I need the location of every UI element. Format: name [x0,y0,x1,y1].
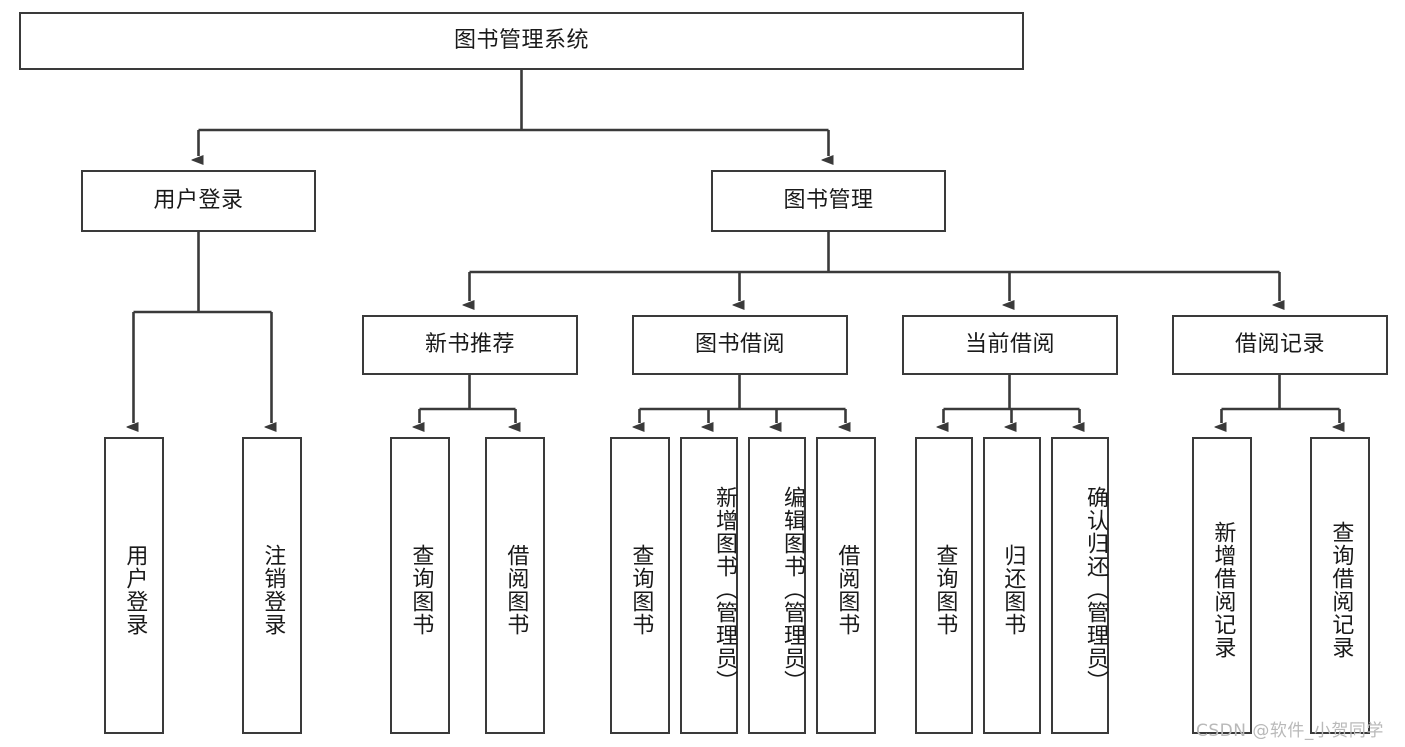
node-user-login-label: 用户登录 [153,187,244,213]
node-user-login[interactable]: 用户登录 [81,170,316,232]
node-leaf-query-book-2[interactable]: 查询图书 [610,437,670,734]
node-borrow-record[interactable]: 借阅记录 [1172,315,1388,375]
node-book-manage-label: 图书管理 [783,187,874,213]
node-current-borrow-label: 当前借阅 [964,331,1055,357]
node-leaf-add-book[interactable]: 新增图书（管理员） [680,437,738,734]
csdn-watermark: CSDN @软件_小贺同学 [1196,721,1384,741]
node-leaf-query-book-1-label: 查询图书 [408,543,434,636]
node-leaf-query-record[interactable]: 查询借阅记录 [1310,437,1370,734]
node-root[interactable]: 图书管理系统 [19,12,1024,70]
node-leaf-edit-book[interactable]: 编辑图书（管理员） [748,437,806,734]
node-leaf-logout[interactable]: 注销登录 [242,437,302,734]
node-leaf-query-book-3-label: 查询图书 [932,543,958,636]
node-current-borrow[interactable]: 当前借阅 [902,315,1118,375]
node-borrow-record-label: 借阅记录 [1234,331,1325,357]
node-new-book-rec-label: 新书推荐 [424,331,515,357]
node-leaf-query-book-3[interactable]: 查询图书 [915,437,973,734]
node-leaf-add-record-label: 新增借阅记录 [1210,520,1236,659]
node-leaf-edit-book-label: 编辑图书（管理员） [780,486,805,693]
node-leaf-borrow-book-2-label: 借阅图书 [834,543,860,636]
node-leaf-borrow-book-2[interactable]: 借阅图书 [816,437,876,734]
node-leaf-logout-label: 注销登录 [260,543,286,636]
node-leaf-query-book-2-label: 查询图书 [628,543,654,636]
node-leaf-user-login-label: 用户登录 [122,543,148,636]
node-book-borrow[interactable]: 图书借阅 [632,315,848,375]
node-leaf-query-record-label: 查询借阅记录 [1328,520,1354,659]
node-leaf-add-book-label: 新增图书（管理员） [712,486,737,693]
node-leaf-return-book-label: 归还图书 [1000,543,1026,636]
node-leaf-user-login[interactable]: 用户登录 [104,437,164,734]
node-new-book-rec[interactable]: 新书推荐 [362,315,578,375]
node-leaf-return-book[interactable]: 归还图书 [983,437,1041,734]
node-leaf-borrow-book-1-label: 借阅图书 [503,543,529,636]
node-book-borrow-label: 图书借阅 [694,331,785,357]
node-book-manage[interactable]: 图书管理 [711,170,946,232]
node-leaf-confirm-return-label: 确认归还（管理员） [1083,486,1108,693]
node-leaf-query-book-1[interactable]: 查询图书 [390,437,450,734]
node-root-label: 图书管理系统 [453,27,589,53]
node-leaf-add-record[interactable]: 新增借阅记录 [1192,437,1252,734]
node-leaf-borrow-book-1[interactable]: 借阅图书 [485,437,545,734]
node-leaf-confirm-return[interactable]: 确认归还（管理员） [1051,437,1109,734]
